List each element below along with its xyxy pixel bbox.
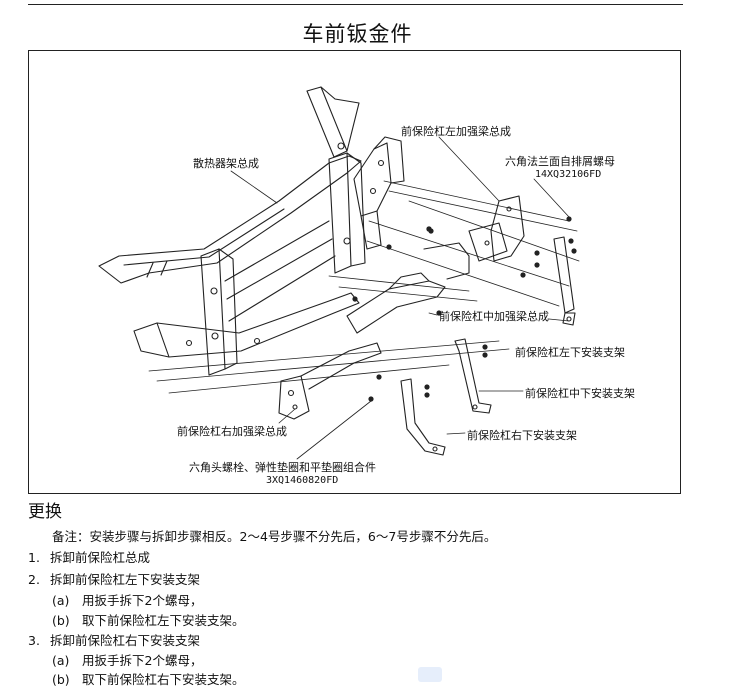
leader-lines [230,136,570,460]
callout-center-lower-bracket: 前保险杠中下安装支架 [525,387,635,400]
page-overlay-mark [418,667,442,682]
callout-bolt-washer-assembly: 六角头螺栓、弹性垫圈和平垫圈组合件 [189,461,376,474]
right-lower-bracket-drawing [400,378,446,456]
callout-bolt-washer-assembly-part: 3XQ1460820FD [266,475,339,486]
bumper-rails [148,180,580,394]
callout-right-reinforcement: 前保险杠右加强梁总成 [177,425,287,438]
step-number: 1. [28,550,40,565]
callout-hex-flange-nut: 六角法兰面自排屑螺母 [505,155,615,168]
section-title: 更换 [28,502,62,522]
fasteners [352,216,577,402]
substep-mark: (b) [52,613,70,628]
callout-left-lower-bracket: 前保险杠左下安装支架 [515,346,625,359]
step-1: 1. 拆卸前保险杠总成 [28,547,150,566]
substep-text: 用扳手拆下2个螺母， [82,653,203,668]
step-number: 3. [28,633,40,648]
exploded-diagram [98,86,580,460]
substep-mark: (a) [52,653,70,668]
substep-text: 用扳手拆下2个螺母， [82,593,203,608]
step-3-substep-a: (a) 用扳手拆下2个螺母， [52,650,202,669]
install-note: 备注：安装步骤与拆卸步骤相反。2～4号步骤不分先后，6～7号步骤不分先后。 [52,529,497,544]
right-reinforcement-drawing [278,342,382,420]
step-2-substep-b: (b) 取下前保险杠左下安装支架。 [52,610,245,629]
step-2-substep-a: (a) 用扳手拆下2个螺母， [52,590,202,609]
callout-left-reinforcement: 前保险杠左加强梁总成 [401,125,511,138]
step-3: 3. 拆卸前保险杠右下安装支架 [28,630,200,649]
step-title: 拆卸前保险杠右下安装支架 [50,633,201,648]
step-title: 拆卸前保险杠总成 [50,550,151,565]
center-lower-bracket-drawing [454,338,492,414]
callout-right-lower-bracket: 前保险杠右下安装支架 [467,429,577,442]
radiator-frame-drawing [98,86,366,376]
step-3-substep-b: (b) 取下前保险杠右下安装支架。 [52,669,245,688]
step-title: 拆卸前保险杠左下安装支架 [50,572,201,587]
top-rule [28,4,683,5]
callout-hex-flange-nut-part: 14XQ32106FD [535,169,602,180]
substep-mark: (a) [52,593,70,608]
callout-center-reinforcement: 前保险杠中加强梁总成 [439,310,549,323]
upper-bracket-drawing [468,195,525,262]
left-reinforcement-drawing [353,136,405,250]
step-2: 2. 拆卸前保险杠左下安装支架 [28,569,200,588]
exploded-diagram-frame: 散热器架总成 前保险杠左加强梁总成 六角法兰面自排屑螺母 14XQ32106FD… [28,50,681,494]
page-title: 车前钣金件 [302,22,413,46]
substep-text: 取下前保险杠右下安装支架。 [82,672,245,687]
substep-text: 取下前保险杠左下安装支架。 [82,613,245,628]
substep-mark: (b) [52,672,70,687]
callout-radiator-frame: 散热器架总成 [193,157,259,170]
step-number: 2. [28,572,40,587]
